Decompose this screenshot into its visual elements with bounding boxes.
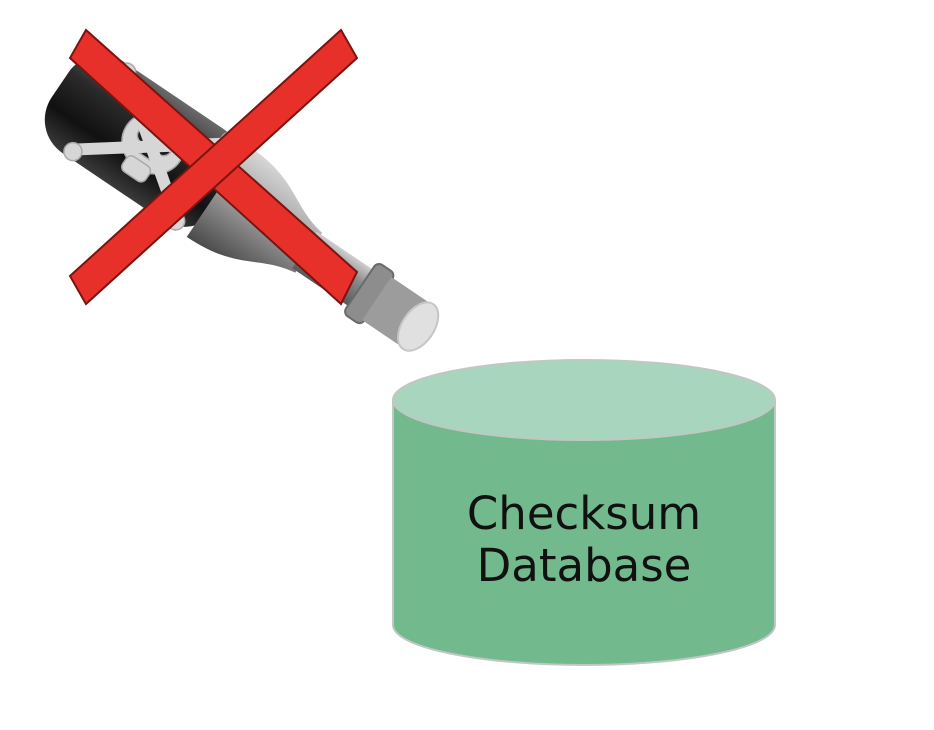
red-x-icon <box>68 28 359 306</box>
database-top <box>392 359 776 441</box>
database-cylinder <box>392 359 776 666</box>
bottle-cap-top <box>397 301 440 352</box>
database-body <box>392 399 776 666</box>
database-label: Checksum Database <box>393 488 775 592</box>
database-label-line1: Checksum <box>466 487 702 540</box>
database-label-line2: Database <box>476 539 692 592</box>
